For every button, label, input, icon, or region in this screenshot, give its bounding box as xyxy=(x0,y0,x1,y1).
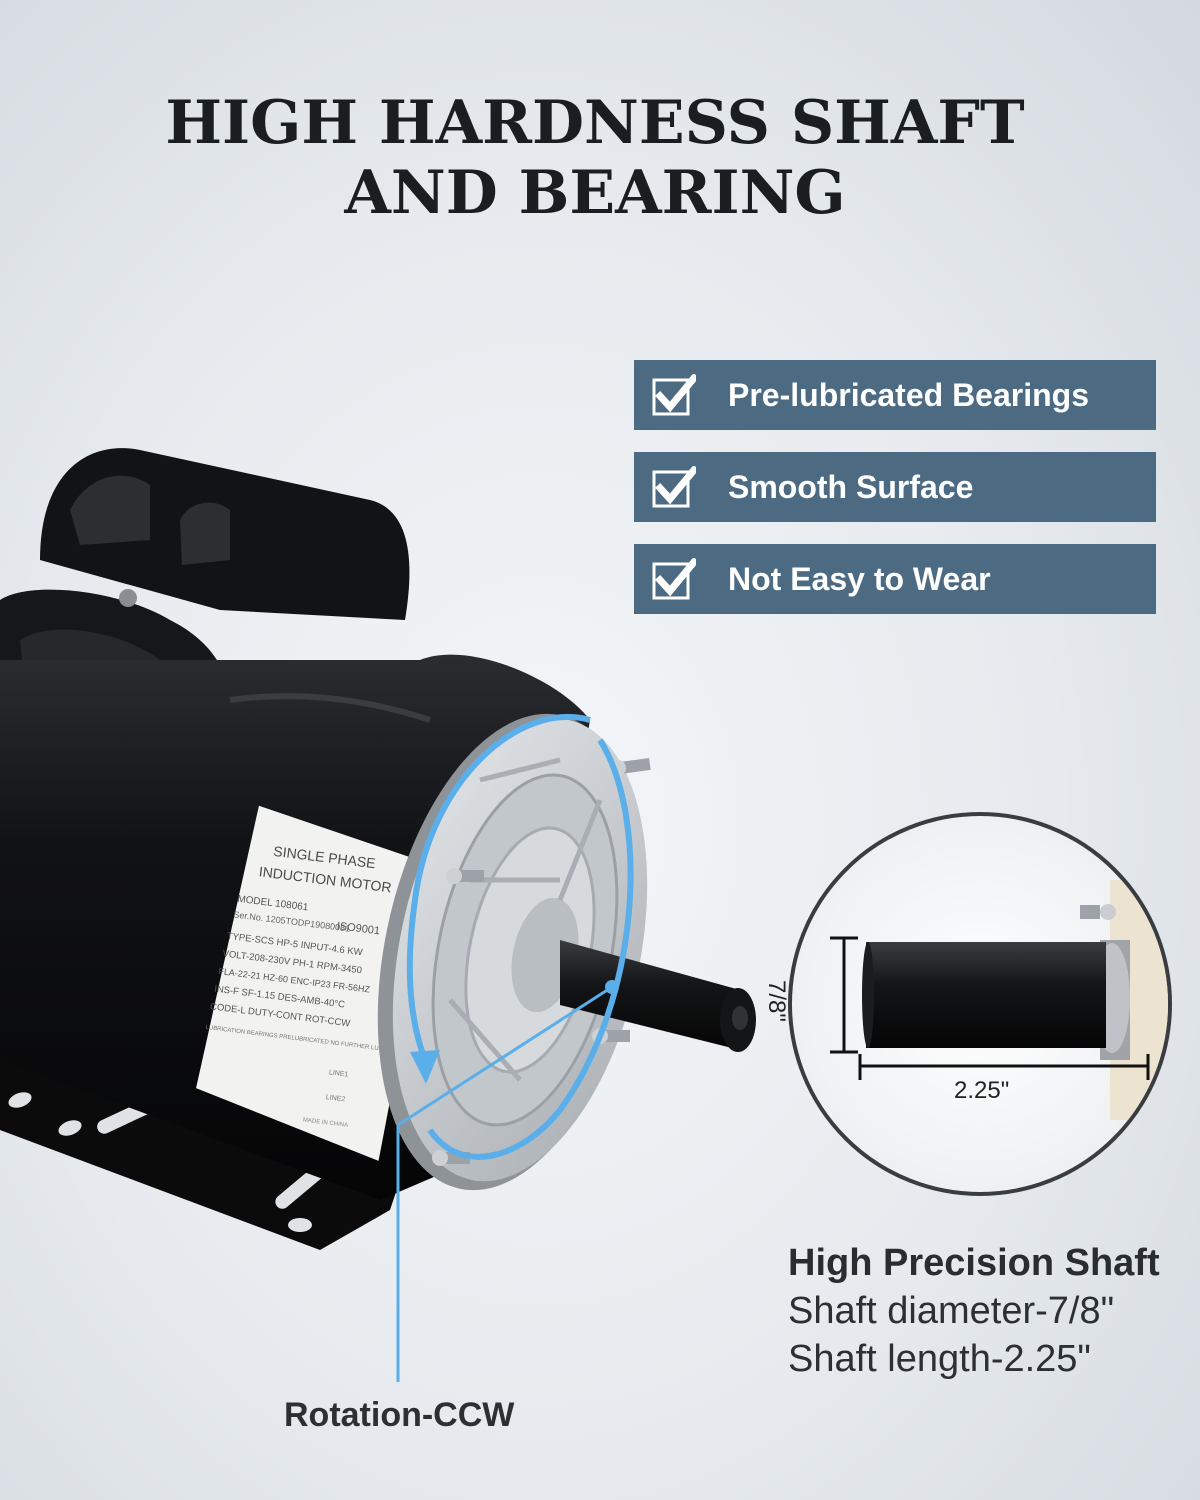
shaft-length-text: Shaft length-2.25" xyxy=(788,1338,1091,1380)
rotation-label: Rotation-CCW xyxy=(284,1396,515,1434)
shaft-spec-title: High Precision Shaft xyxy=(788,1242,1160,1284)
checkbox-icon xyxy=(652,466,696,508)
page-title: HIGH HARDNESS SHAFT AND BEARING xyxy=(0,88,1190,228)
checkbox-icon xyxy=(652,374,696,416)
nameplate-made: MADE IN CHINA xyxy=(303,1117,349,1128)
bolt-icon xyxy=(446,868,484,884)
motor-shaft xyxy=(560,940,756,1052)
nameplate-line-a: LINE1 xyxy=(328,1069,348,1078)
feature-badge-surface: Smooth Surface xyxy=(634,452,1156,522)
shaft-zoom-circle xyxy=(788,812,1172,1196)
rotation-arrow xyxy=(396,713,634,1382)
shaft-length-dim: 2.25" xyxy=(954,1077,1010,1104)
feature-badge-wear: Not Easy to Wear xyxy=(634,544,1156,614)
nameplate-line-b: LINE2 xyxy=(325,1094,345,1103)
title-line-2: AND BEARING xyxy=(344,158,846,228)
checkbox-icon xyxy=(652,558,696,600)
feature-label: Smooth Surface xyxy=(728,469,974,505)
title-line-1: HIGH HARDNESS SHAFT xyxy=(165,88,1025,158)
end-plate xyxy=(377,713,651,1191)
feature-badge-bearings: Pre-lubricated Bearings xyxy=(634,360,1156,430)
feature-label: Not Easy to Wear xyxy=(728,561,991,597)
nameplate: SINGLE PHASE INDUCTION MOTOR MODEL 10806… xyxy=(196,805,449,1161)
feature-label: Pre-lubricated Bearings xyxy=(728,377,1089,413)
nameplate-iso: ISO9001 xyxy=(336,920,381,937)
shaft-diameter-dim: 7/8" xyxy=(763,980,790,1022)
shaft-diameter-text: Shaft diameter-7/8" xyxy=(788,1290,1115,1332)
